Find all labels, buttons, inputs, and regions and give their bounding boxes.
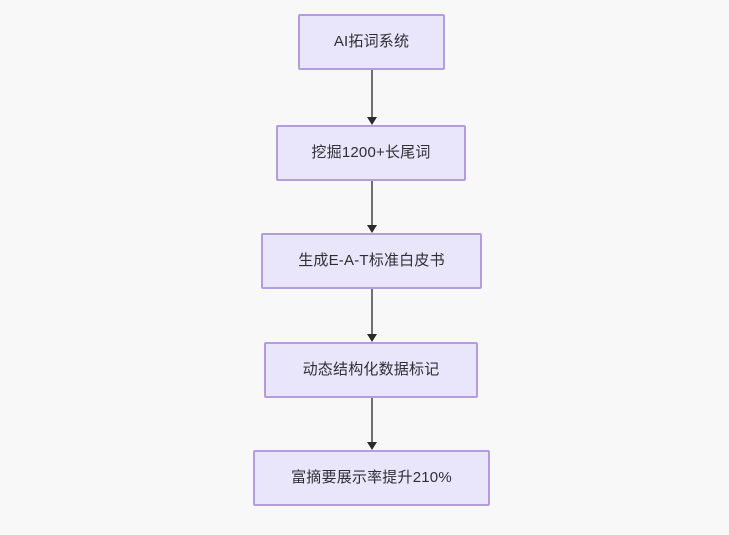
- flow-node-2[interactable]: 挖掘1200+长尾词: [276, 125, 466, 181]
- flow-connector-3-4: [367, 289, 377, 342]
- arrow-head-icon: [367, 225, 377, 233]
- flow-node-3-label: 生成E-A-T标准白皮书: [298, 252, 445, 269]
- flow-node-4[interactable]: 动态结构化数据标记: [264, 342, 478, 398]
- flow-connector-1-2: [367, 70, 377, 125]
- flow-node-5-label: 富摘要展示率提升210%: [291, 469, 452, 486]
- flow-connector-4-5: [367, 398, 377, 450]
- flow-node-1-label: AI拓词系统: [333, 33, 410, 50]
- arrow-head-icon: [367, 334, 377, 342]
- connector-line: [371, 181, 373, 225]
- flow-node-5[interactable]: 富摘要展示率提升210%: [253, 450, 490, 506]
- flow-node-3[interactable]: 生成E-A-T标准白皮书: [261, 233, 482, 289]
- connector-line: [371, 398, 373, 442]
- connector-line: [371, 70, 373, 117]
- flow-node-2-label: 挖掘1200+长尾词: [311, 144, 431, 161]
- flow-node-4-label: 动态结构化数据标记: [302, 361, 440, 378]
- flow-connector-2-3: [367, 181, 377, 233]
- arrow-head-icon: [367, 117, 377, 125]
- arrow-head-icon: [367, 442, 377, 450]
- flow-node-1[interactable]: AI拓词系统: [298, 14, 445, 70]
- connector-line: [371, 289, 373, 334]
